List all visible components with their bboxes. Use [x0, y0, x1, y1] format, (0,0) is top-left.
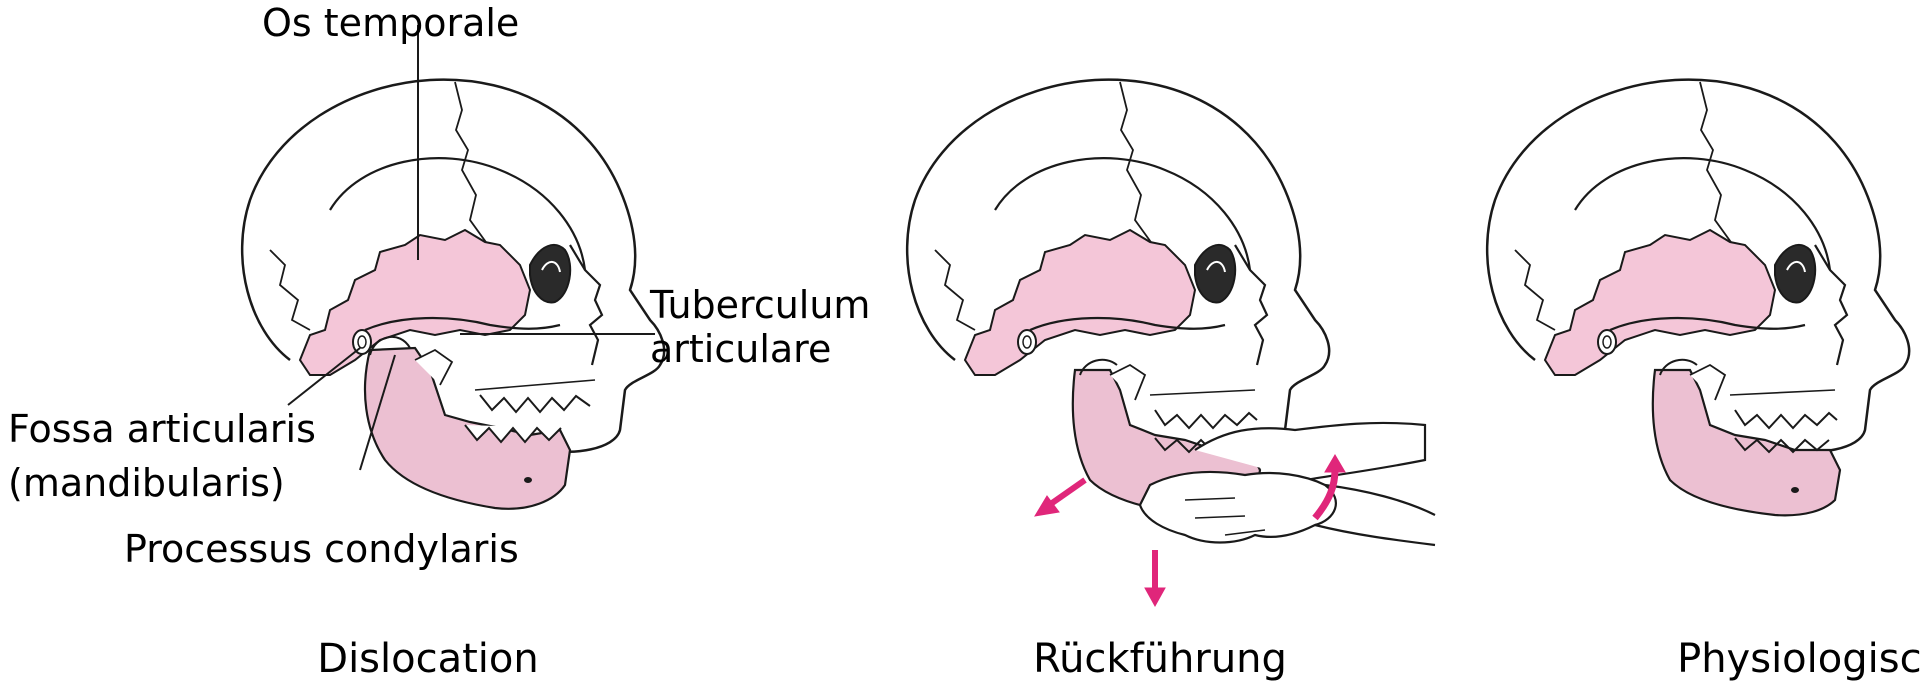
skull-reduction [905, 78, 1436, 608]
skull-dislocation [240, 25, 666, 510]
caption-dislocation: Dislocation [317, 636, 539, 682]
label-processus-condylaris: Processus condylaris [124, 527, 519, 571]
caption-rueckfuehrung: Rückführung [1033, 636, 1287, 682]
reduction-arrows [1034, 454, 1346, 608]
label-os-temporale: Os temporale [262, 1, 520, 45]
label-tuberculum-line1: Tuberculum [650, 283, 871, 327]
skull-physiological [1485, 78, 1911, 517]
label-fossa-line1: Fossa articularis [8, 407, 316, 451]
caption-physiologisch: Physiologisch [1677, 636, 1920, 682]
label-tuberculum-line2: articulare [650, 327, 832, 371]
hand-illustration [1138, 421, 1436, 547]
label-fossa-line2: (mandibularis) [8, 461, 285, 505]
